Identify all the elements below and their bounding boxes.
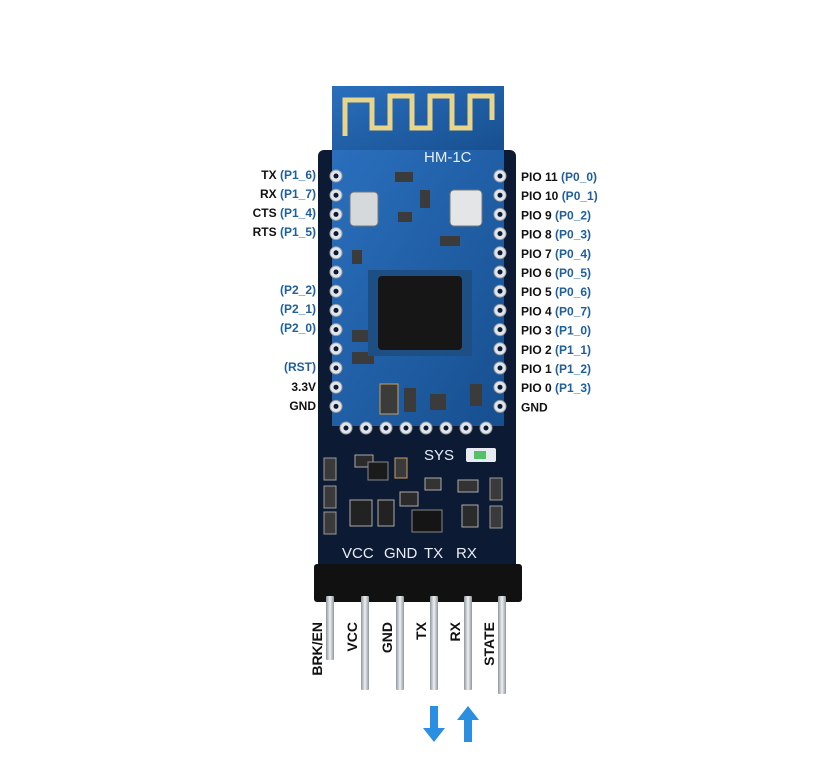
pin-header <box>314 564 522 694</box>
left-pin-label: RX (P1_7) <box>260 187 316 201</box>
right-pin-label: PIO 6 (P0_5) <box>521 266 591 280</box>
pin-name: PIO 4 <box>521 304 555 318</box>
header-pin <box>361 596 369 690</box>
signal-arrows <box>423 706 479 742</box>
pin-name: PIO 7 <box>521 247 555 261</box>
pin-port: (P1_3) <box>555 381 591 395</box>
arrow-up-icon <box>457 706 479 742</box>
left-pin-label: (P2_1) <box>280 302 316 316</box>
silk-tx: TX <box>424 545 443 562</box>
header-pin-label: BRK/EN <box>309 622 325 676</box>
pin-name: TX <box>261 168 280 182</box>
left-pin-label: RTS (P1_5) <box>253 225 316 239</box>
header-pin-label: VCC <box>344 622 360 652</box>
pin-port: (P1_4) <box>280 206 316 220</box>
pin-port: (P0_7) <box>555 304 591 318</box>
pin-port: (P1_7) <box>280 187 316 201</box>
right-pin-labels: PIO 11 (P0_0)PIO 10 (P0_1)PIO 9 (P0_2)PI… <box>521 170 598 414</box>
pin-port: (P0_5) <box>555 266 591 280</box>
pin-port: (P2_2) <box>280 283 316 297</box>
pin-name: PIO 8 <box>521 228 555 242</box>
left-pin-label: (P2_0) <box>280 321 316 335</box>
header-pin-label: STATE <box>481 622 497 666</box>
silk-vcc: VCC <box>342 545 374 562</box>
pin-port: (P2_0) <box>280 321 316 335</box>
right-pin-label: PIO 7 (P0_4) <box>521 247 591 261</box>
right-pin-label: PIO 8 (P0_3) <box>521 228 591 242</box>
left-pin-label: 3.3V <box>291 380 316 394</box>
pin-port: (P1_5) <box>280 225 316 239</box>
left-pin-label: (RST) <box>284 360 316 374</box>
pin-port: (RST) <box>284 360 316 374</box>
right-pin-label: PIO 2 (P1_1) <box>521 343 591 357</box>
right-pin-label: PIO 1 (P1_2) <box>521 362 591 376</box>
pin-name: PIO 6 <box>521 266 555 280</box>
right-pin-label: PIO 11 (P0_0) <box>521 170 597 184</box>
header-pin-label: RX <box>447 621 463 641</box>
pin-port: (P0_6) <box>555 285 591 299</box>
right-pin-label: PIO 10 (P0_1) <box>521 189 598 203</box>
left-pin-labels: TX (P1_6)RX (P1_7)CTS (P1_4)RTS (P1_5)(P… <box>253 168 317 413</box>
header-pin-label: TX <box>413 621 429 640</box>
pin-name: PIO 10 <box>521 189 562 203</box>
right-pin-label: PIO 4 (P0_7) <box>521 304 591 318</box>
pin-name: 3.3V <box>291 380 316 394</box>
header-pin <box>396 596 404 690</box>
pin-port: (P0_1) <box>562 189 598 203</box>
left-pin-label: GND <box>289 399 316 413</box>
pin-name: CTS <box>253 206 280 220</box>
pin-name: PIO 3 <box>521 324 555 338</box>
right-pin-label: PIO 3 (P1_0) <box>521 324 591 338</box>
silk-rx: RX <box>456 545 477 562</box>
pin-name: GND <box>521 400 548 414</box>
pin-name: PIO 5 <box>521 285 555 299</box>
pin-port: (P0_3) <box>555 228 591 242</box>
header-pin <box>430 596 438 690</box>
header-pin <box>498 596 506 694</box>
right-pin-label: PIO 5 (P0_6) <box>521 285 591 299</box>
pin-name: RTS <box>253 225 280 239</box>
header-pin <box>326 596 334 660</box>
right-pin-label: PIO 0 (P1_3) <box>521 381 591 395</box>
left-pin-label: TX (P1_6) <box>261 168 316 182</box>
pin-name: GND <box>289 399 316 413</box>
pin-name: RX <box>260 187 280 201</box>
pin-port: (P1_1) <box>555 343 591 357</box>
model-marking: HM-1C <box>424 149 472 166</box>
header-pin-labels: BRK/EN VCC GND TX RX STATE <box>309 621 497 675</box>
header-pin <box>464 596 472 690</box>
pin-port: (P0_0) <box>561 170 597 184</box>
silk-gnd: GND <box>384 545 418 562</box>
pin-port: (P0_4) <box>555 247 591 261</box>
pin-name: PIO 11 <box>521 170 561 184</box>
right-pin-label: GND <box>521 400 548 414</box>
pin-name: PIO 2 <box>521 343 555 357</box>
led-label: SYS <box>424 447 454 464</box>
pin-port: (P1_2) <box>555 362 591 376</box>
pin-port: (P0_2) <box>555 208 591 222</box>
right-pin-label: PIO 9 (P0_2) <box>521 208 591 222</box>
left-pin-label: CTS (P1_4) <box>253 206 316 220</box>
pin-name: PIO 9 <box>521 208 555 222</box>
pin-name: PIO 1 <box>521 362 555 376</box>
left-pin-label: (P2_2) <box>280 283 316 297</box>
arrow-down-icon <box>423 706 445 742</box>
pin-name: PIO 0 <box>521 381 555 395</box>
pin-port: (P1_0) <box>555 324 591 338</box>
header-pin-label: GND <box>379 622 395 653</box>
pin-port: (P1_6) <box>280 168 316 182</box>
pin-port: (P2_1) <box>280 302 316 316</box>
bluetooth-module: HM-1C <box>329 86 507 435</box>
